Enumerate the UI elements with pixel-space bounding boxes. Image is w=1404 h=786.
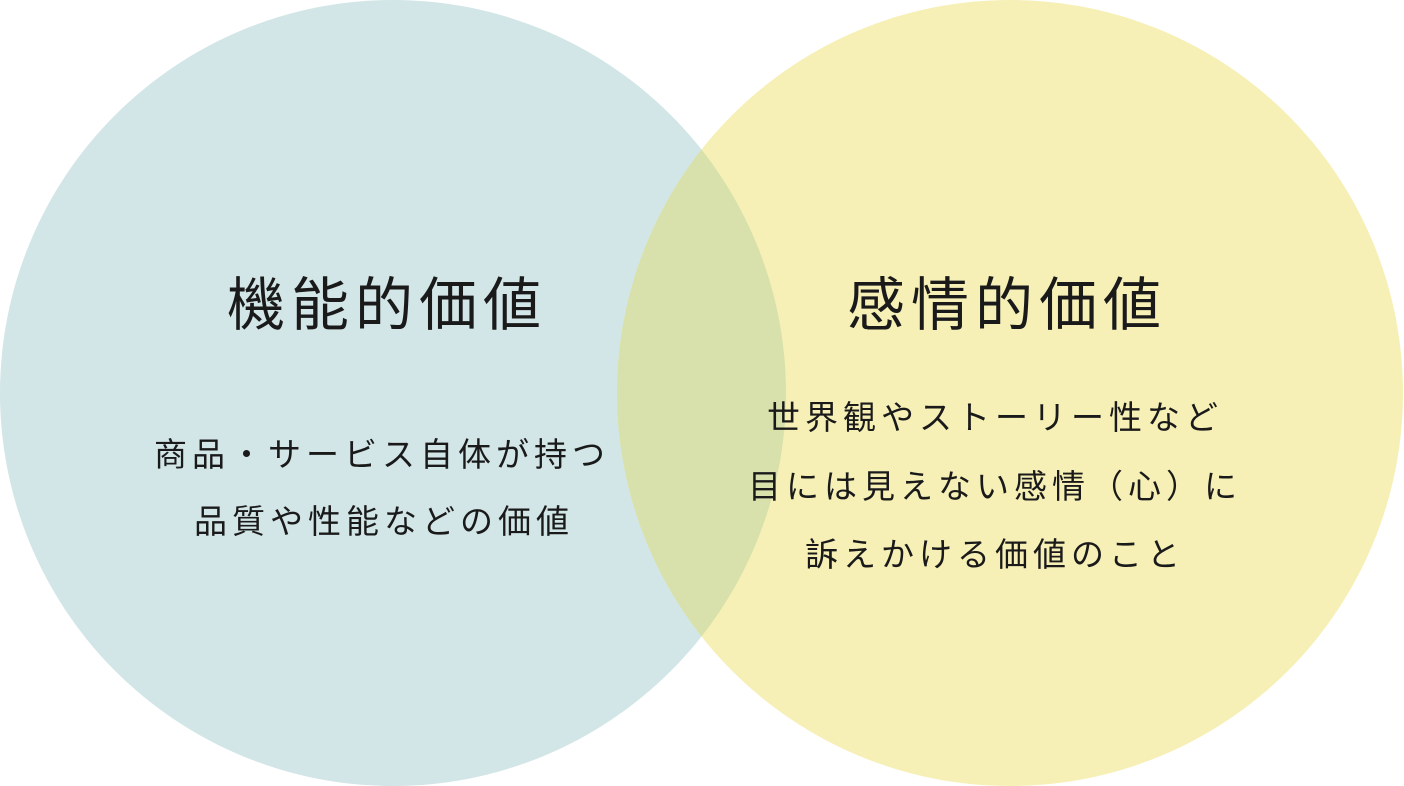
emotional-value-circle [617,0,1403,786]
functional-value-desc-line-1: 商品・サービス自体が持つ [154,435,610,474]
emotional-value-desc-line-2: 目には見えない感情（心）に [748,467,1242,506]
functional-value-title: 機能的価値 [226,271,548,339]
functional-value-desc-line-2: 品質や性能などの価値 [194,502,574,541]
emotional-value-title: 感情的価値 [846,271,1168,339]
emotional-value-desc-line-1: 世界観やストーリー性など [767,398,1223,437]
functional-value-circle [0,0,786,786]
emotional-value-desc-line-3: 訴えかける価値のこと [805,535,1185,574]
